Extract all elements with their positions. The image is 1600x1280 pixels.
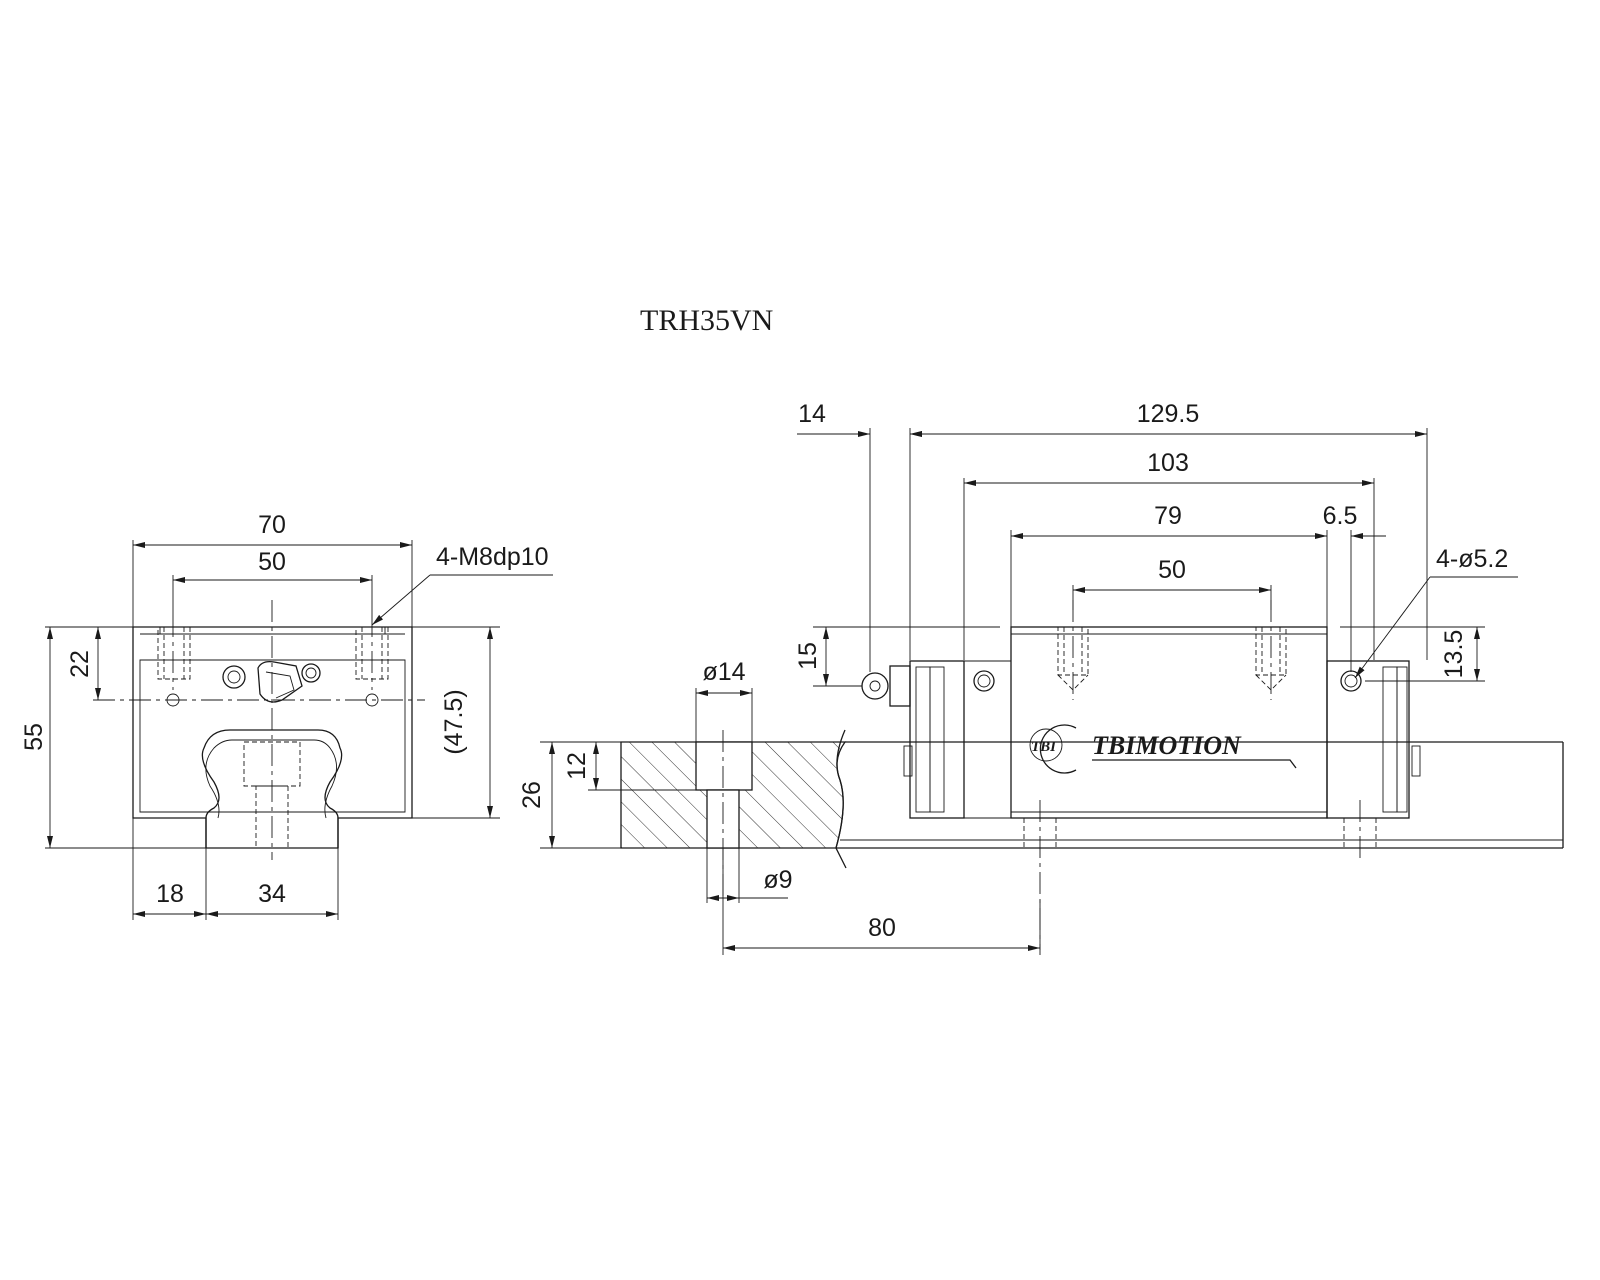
brand-name: TBIMOTION: [1092, 731, 1242, 760]
dim-side-bolt-hole-dia: ø9: [763, 866, 792, 894]
front-block-inner: [139, 659, 406, 813]
side-view: TBI TBIMOTION 14 129.5 103 79 6.5: [518, 400, 1564, 955]
drawing-title: TRH35VN: [640, 304, 773, 337]
dim-side-rail-pitch: 80: [868, 914, 896, 942]
note-thread: 4-M8dp10: [436, 543, 549, 571]
brand-mark: TBI: [1031, 739, 1057, 755]
dim-side-overall-length: 129.5: [1137, 400, 1200, 428]
dim-side-seal-offset: 6.5: [1323, 502, 1358, 530]
dim-side-nipple-length: 14: [798, 400, 826, 428]
dim-front-side-offset: 18: [156, 880, 184, 908]
note-side-holes: 4-ø5.2: [1436, 545, 1508, 573]
front-rail-profile: [201, 729, 343, 848]
dim-front-width: 70: [258, 511, 286, 539]
block-body: [1010, 626, 1328, 819]
dim-side-steel-length: 79: [1154, 502, 1182, 530]
front-view: 70 50 4-M8dp10 55 22 (47.5) 18 34: [20, 511, 553, 920]
dim-front-hole-pitch: 50: [258, 548, 286, 576]
dim-front-height-block: (47.5): [440, 689, 468, 754]
dim-side-rail-height: 26: [518, 781, 546, 809]
dim-side-hole-pitch: 50: [1158, 556, 1186, 584]
dim-front-height-total: 55: [20, 723, 48, 751]
dim-side-body-length: 103: [1147, 449, 1189, 477]
end-cap-left: [909, 660, 965, 819]
dim-side-nipple-height: 15: [794, 642, 822, 670]
dim-front-top-to-center: 22: [66, 650, 94, 678]
dim-side-counterbore-dia: ø14: [702, 658, 745, 686]
dim-side-counterbore-depth: 12: [563, 752, 591, 780]
dim-side-hole-height: 13.5: [1440, 630, 1468, 679]
front-grease-nipple: [257, 660, 303, 703]
brand-logo: TBI TBIMOTION: [1029, 724, 1297, 774]
dim-front-rail-width: 34: [258, 880, 286, 908]
